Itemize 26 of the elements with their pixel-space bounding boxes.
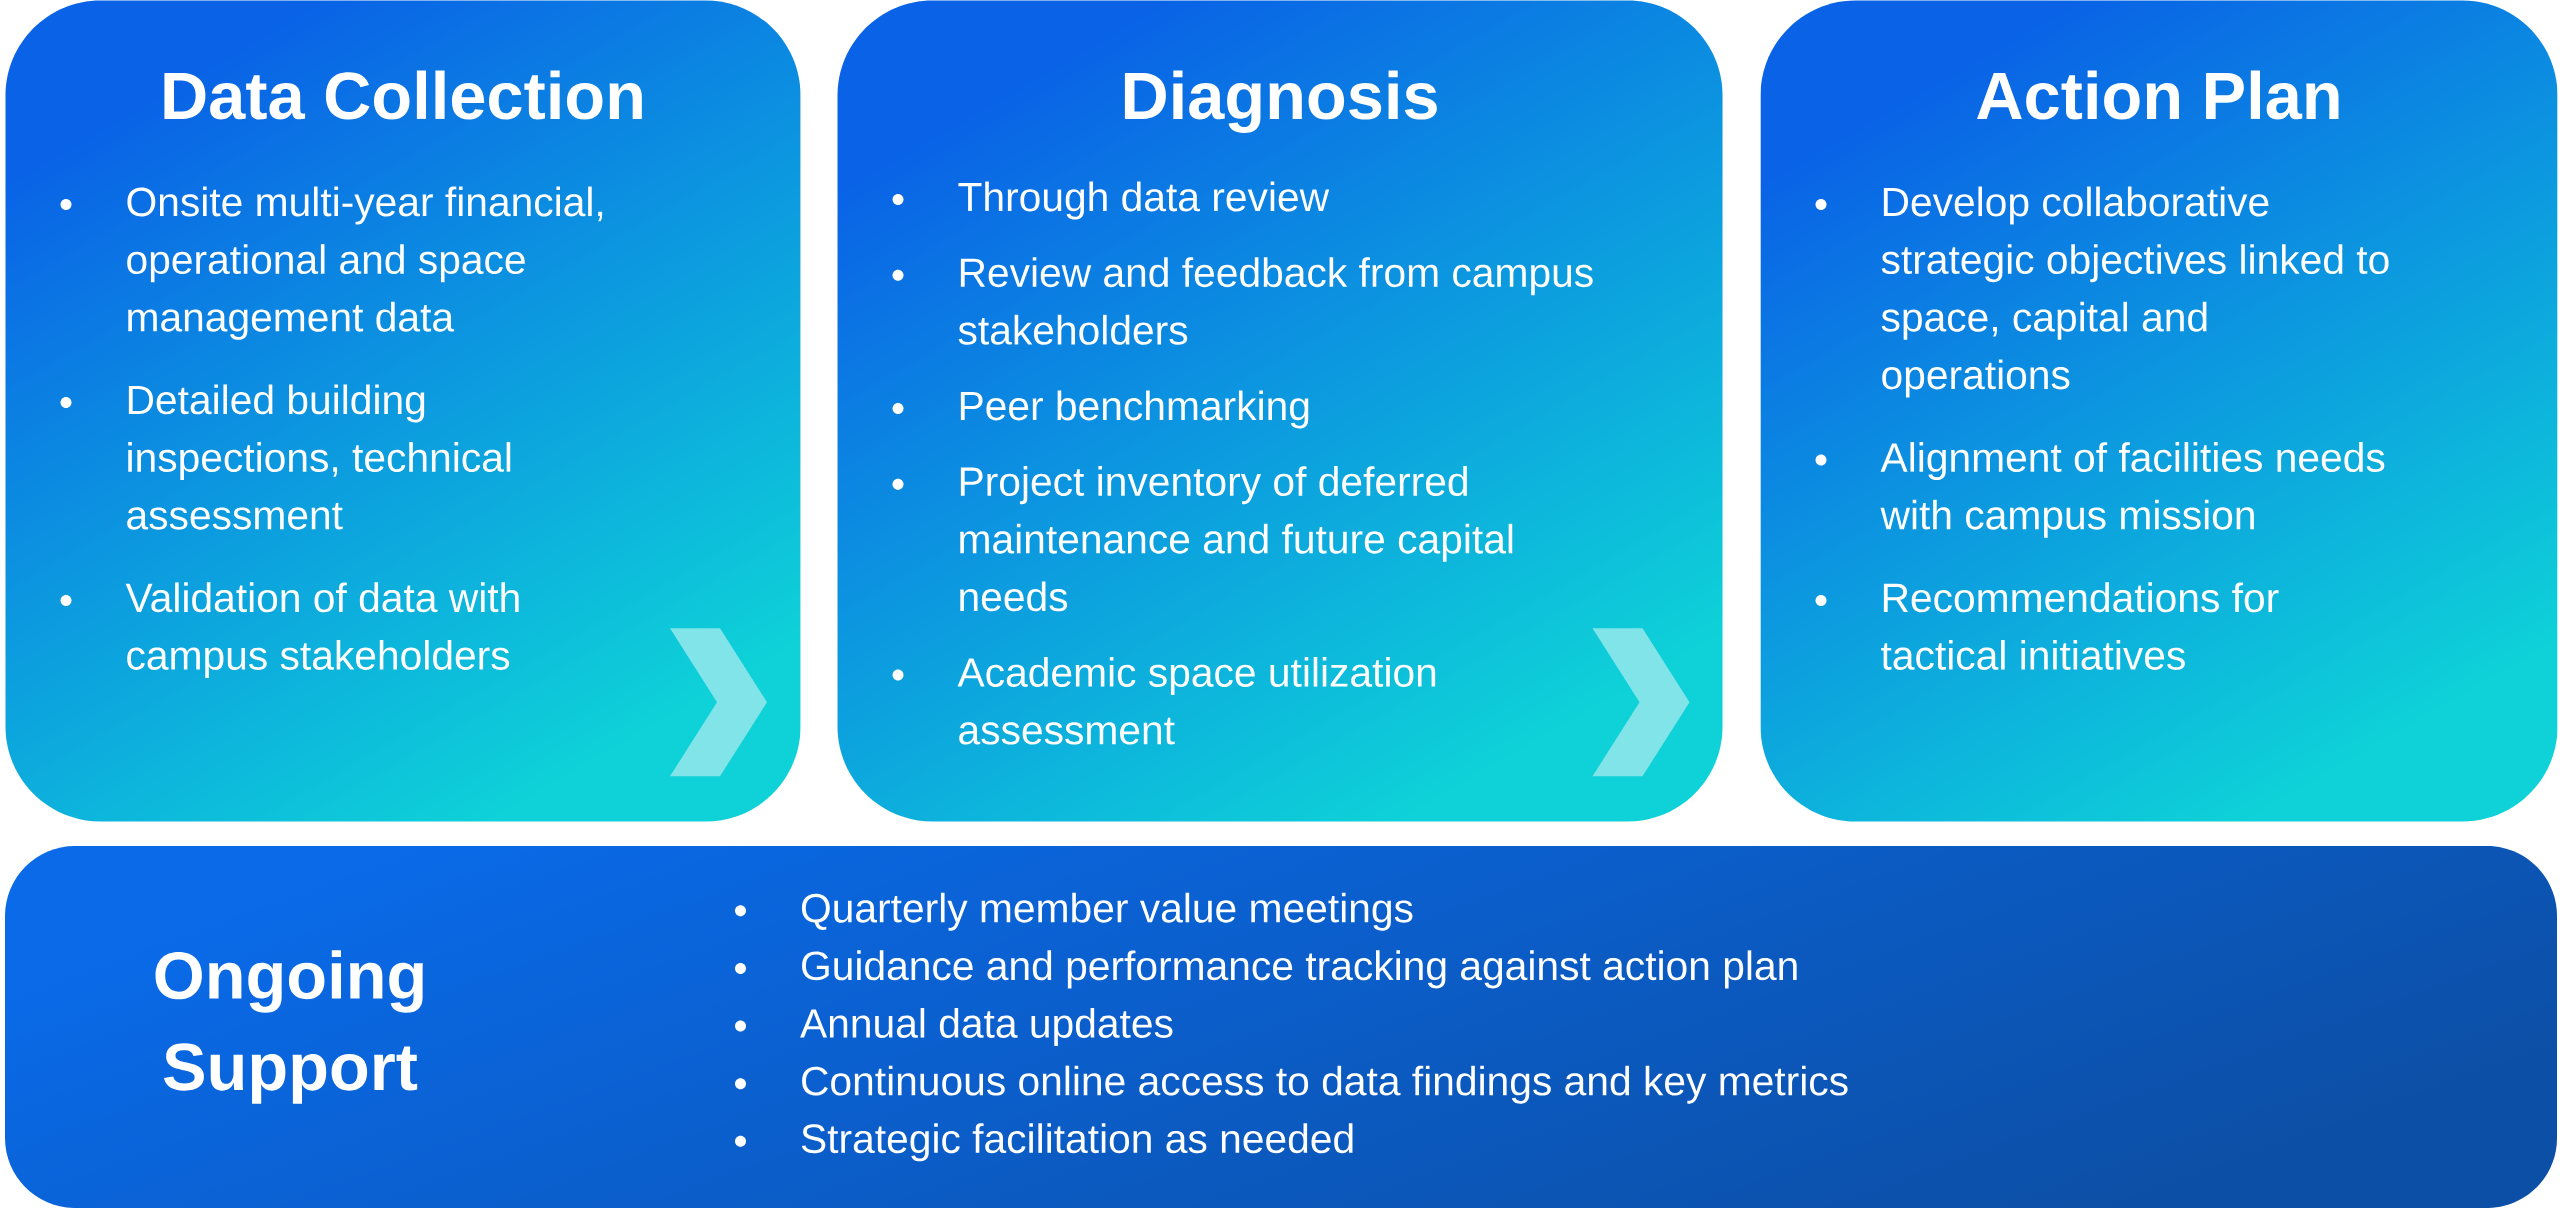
bullet-item: Annual data updates <box>735 1008 1173 1047</box>
support-band <box>155 892 1848 1162</box>
bullet-item: Recommendations for tactical initiatives <box>1815 582 2279 670</box>
band-heading: Ongoing Support <box>155 950 423 1104</box>
bullet-item: Onsite multi-year financial, operational and space management data <box>60 186 603 340</box>
bullet-item: Review and feedback from campus stakeholders <box>892 257 1593 345</box>
step-card <box>892 70 1593 745</box>
bullet-item: Continuous online access to data findings and key metrics <box>735 1065 1848 1104</box>
bullet-item: Academic space utilization assessment <box>892 657 1436 745</box>
bullet-item: Develop collaborative strategic objectives linked to space, capital and operations <box>1815 186 2389 398</box>
bullet-item: Peer benchmarking <box>892 390 1309 429</box>
bullet-item: Through data review <box>892 181 1330 220</box>
bullet-item: Project inventory of deferred maintenance and future capital needs <box>892 466 1513 612</box>
step-card <box>60 70 642 679</box>
card-heading: Diagnosis <box>1124 70 1437 134</box>
bullet-item: Validation of data with campus stakeholders <box>60 582 519 679</box>
bullet-item: Guidance and performance tracking against action plan <box>735 950 1797 989</box>
bullet-item: Strategic facilitation as needed <box>735 1123 1353 1162</box>
step-card <box>1815 70 2389 670</box>
chevron-arrow <box>1592 628 1690 777</box>
bullet-item: Alignment of facilities needs with campus mission <box>1815 442 2385 538</box>
bullet-item: Detailed building inspections, technical assessment <box>60 384 511 530</box>
chevron-arrow <box>670 628 767 777</box>
bullet-item: Quarterly member value meetings <box>735 892 1413 931</box>
card-heading: Data Collection <box>164 70 642 120</box>
card-heading: Action Plan <box>1977 70 2339 120</box>
